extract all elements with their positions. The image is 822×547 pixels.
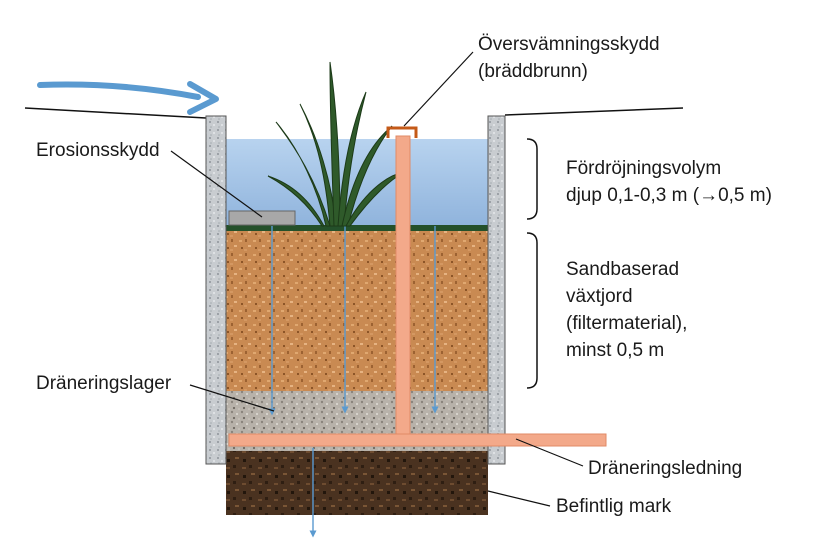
label-soil-2: växtjord <box>566 286 633 307</box>
ground-line-right <box>504 107 684 116</box>
label-retention-1: Fördröjningsvolym <box>566 158 721 179</box>
erosion-slab <box>228 210 296 226</box>
filter-soil <box>226 231 488 391</box>
bracket-retention <box>526 138 538 220</box>
leader-erosion <box>170 150 263 218</box>
leader-drain-pipe <box>515 438 584 467</box>
label-soil-1: Sandbaserad <box>566 259 679 280</box>
drain-pipe <box>228 433 607 447</box>
label-drain-pipe: Dräneringsledning <box>588 458 742 479</box>
label-erosion: Erosionsskydd <box>36 140 160 161</box>
inflow-arrow-head <box>187 81 219 115</box>
label-existing-ground: Befintlig mark <box>556 496 672 517</box>
leader-overflow <box>403 51 474 127</box>
overflow-pipe <box>386 126 418 437</box>
label-soil-3: (filtermaterial), <box>566 313 687 334</box>
ground-line-left <box>24 107 207 119</box>
label-overflow-1: Översvämningsskydd <box>478 34 660 55</box>
leader-drainage-layer <box>189 384 275 412</box>
existing-ground <box>226 451 488 515</box>
label-drainage-layer: Dräneringslager <box>36 373 172 394</box>
plant-icon <box>267 61 405 227</box>
bracket-soil <box>526 232 538 389</box>
inflow-arrow <box>37 81 201 100</box>
surface-vegetation-strip <box>226 225 488 231</box>
label-soil-4: minst 0,5 m <box>566 340 664 361</box>
wall-left <box>205 115 227 465</box>
wall-right <box>487 115 506 465</box>
leader-existing-ground <box>487 490 551 507</box>
label-retention-2: djup 0,1-0,3 m (→0,5 m) <box>566 185 772 206</box>
label-overflow-2: (bräddbrunn) <box>478 61 588 82</box>
